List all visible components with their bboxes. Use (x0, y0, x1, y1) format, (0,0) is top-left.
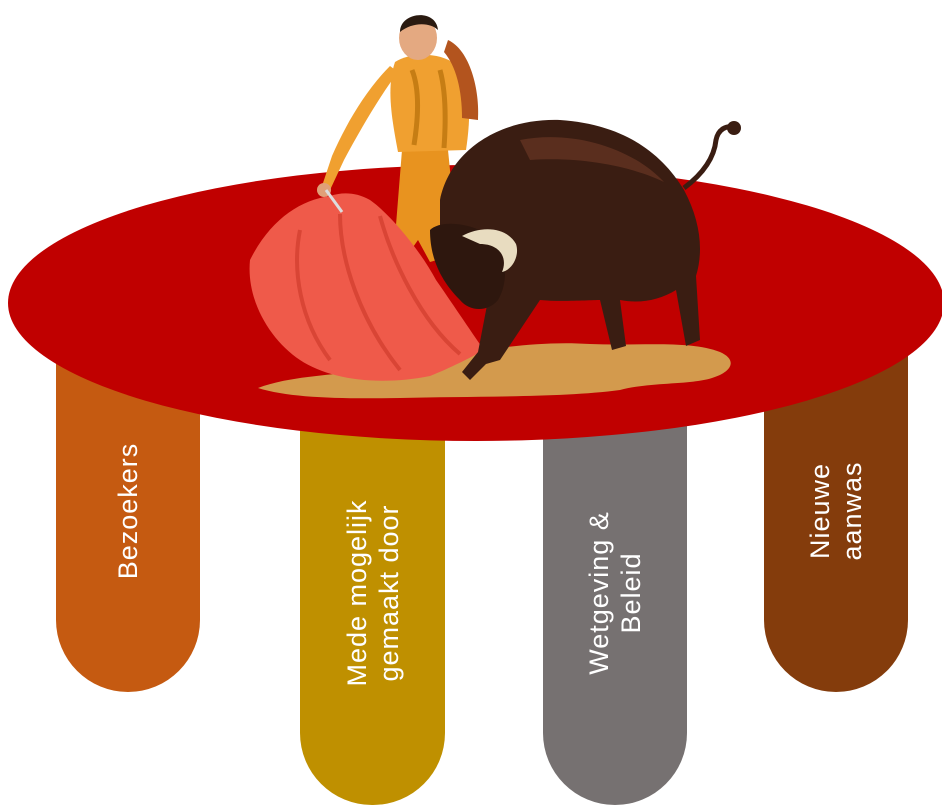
muleta-folds (295, 213, 462, 372)
bull-tail-tuft (727, 121, 741, 135)
bull-horn (462, 229, 518, 272)
bull-tail (682, 124, 737, 190)
matador-sword (324, 189, 344, 213)
leg-wetgeving: Wetgeving & Beleid (543, 380, 687, 805)
matador-embroidery (409, 69, 448, 149)
bull-head (430, 223, 505, 309)
matador-hair (400, 15, 438, 32)
sand-patch (258, 343, 731, 399)
matador-shoulder-cape (444, 40, 479, 120)
matador-arm (322, 66, 398, 190)
matador-head (399, 16, 437, 60)
muleta-cloth (249, 193, 484, 381)
matador-jacket (390, 54, 470, 152)
bull-body (440, 119, 700, 381)
leg-mede-mogelijk: Mede mogelijk gemaakt door (300, 380, 445, 805)
bull-highlight (520, 137, 664, 182)
